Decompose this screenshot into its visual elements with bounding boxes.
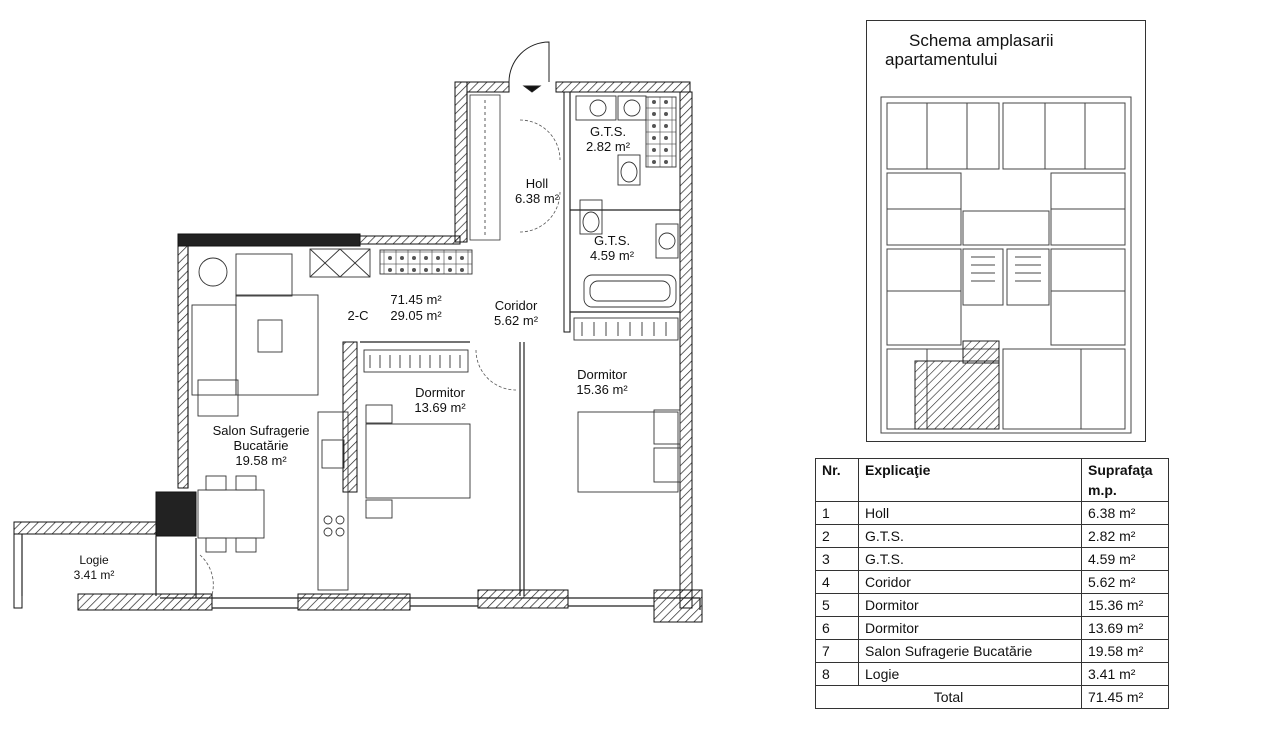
exterior-walls — [13, 81, 703, 623]
building-plan-drawing — [880, 96, 1132, 434]
legend-header-explicatie: Explicaţie — [858, 458, 1082, 502]
legend-header-nr: Nr. — [815, 458, 859, 502]
apartment-code: 2-C — [347, 308, 369, 323]
legend-total-value: 71.45 m² — [1081, 685, 1169, 709]
legend-total-row: Total 71.45 m² — [815, 685, 1169, 709]
site-plan-title: Schema amplasarii apartamentului — [885, 31, 1054, 69]
floor-plan — [13, 41, 703, 623]
living-furniture — [191, 253, 319, 553]
apartment-living-area: 29.05 m² — [390, 308, 442, 323]
room-label-gts-1: G.T.S.2.82 m² — [585, 124, 631, 154]
apartment-total-area: 71.45 m² — [390, 292, 442, 307]
wardrobe-holl — [469, 94, 501, 241]
bathroom-2-fixtures — [579, 199, 679, 308]
bedroom-2-furniture — [573, 317, 681, 493]
highlighted-apartment — [914, 360, 1000, 430]
door-arcs — [199, 119, 561, 596]
bathroom-1-fixtures — [575, 95, 677, 186]
kitchen-counter — [309, 248, 473, 591]
site-plan: Schema amplasarii apartamentului — [866, 20, 1146, 442]
legend-total-label: Total — [815, 685, 1082, 709]
room-label-gts-2: G.T.S.4.59 m² — [589, 233, 635, 263]
interior-partitions — [21, 92, 701, 610]
entry-door — [508, 41, 550, 93]
bedroom-1-furniture — [363, 349, 471, 519]
